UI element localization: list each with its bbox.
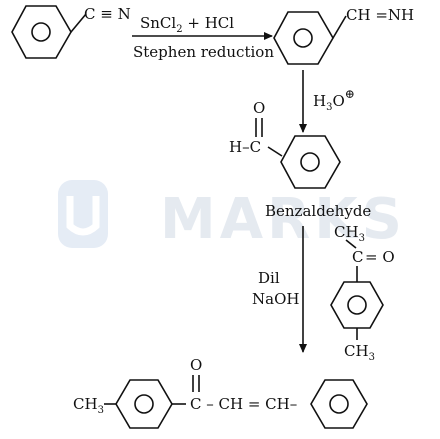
bond-ring1-c bbox=[70, 13, 87, 33]
bond-ch3-c bbox=[345, 239, 357, 249]
final-oxygen: O bbox=[190, 356, 202, 374]
chalcone-structure: CH3 O C – CH = CH– bbox=[73, 356, 368, 429]
para-ch3: CH3 bbox=[344, 342, 375, 363]
imine-structure: CH =NH bbox=[273, 6, 414, 65]
benzonitrile-structure: C ≡ N bbox=[11, 5, 131, 59]
reagent-sncl2-hcl: SnCl2 + HCl bbox=[140, 14, 234, 35]
benzene-ring-6 bbox=[310, 379, 368, 429]
arrow-step-3: Dil NaOH bbox=[252, 226, 307, 353]
watermark-logo-icon bbox=[58, 180, 108, 248]
aldehyde-oxygen: O bbox=[253, 99, 265, 117]
ketone-oxygen: = O bbox=[365, 248, 395, 266]
ketone-ch3: CH3 bbox=[334, 223, 365, 244]
aromatic-circle-3 bbox=[300, 152, 320, 172]
nitrile-group: C ≡ N bbox=[84, 5, 131, 23]
benzene-ring-1 bbox=[11, 5, 72, 59]
aldehyde-h-c: H–C bbox=[229, 138, 261, 156]
stephen-reduction-label: Stephen reduction bbox=[133, 43, 274, 61]
arrow-step-2: H3O⊕ bbox=[299, 70, 355, 133]
bond-ring2-ch bbox=[332, 15, 347, 39]
benzaldehyde-structure: O H–C Benzaldehyde bbox=[229, 99, 371, 220]
imine-group: CH =NH bbox=[346, 6, 414, 24]
benzene-ring-3 bbox=[280, 135, 341, 189]
watermark-logo-mark bbox=[66, 196, 100, 236]
condition-dil: Dil bbox=[258, 269, 280, 287]
final-chain: C – CH = CH– bbox=[190, 395, 297, 413]
aromatic-circle-1 bbox=[31, 22, 51, 42]
benzene-ring-2 bbox=[273, 11, 334, 65]
bond-cho-ring3 bbox=[267, 146, 283, 157]
benzene-ring-4 bbox=[330, 281, 384, 329]
aromatic-circle-5 bbox=[134, 394, 154, 414]
benzaldehyde-label: Benzaldehyde bbox=[265, 202, 371, 220]
ketone-carbon: C bbox=[352, 248, 363, 266]
watermark: MARKS bbox=[58, 180, 406, 252]
methylacetophenone-structure: CH3 C = O CH3 bbox=[330, 223, 395, 363]
final-ch3: CH3 bbox=[73, 395, 104, 416]
aromatic-circle-4 bbox=[347, 295, 367, 315]
aromatic-circle-6 bbox=[329, 394, 349, 414]
benzene-ring-5 bbox=[115, 379, 173, 429]
aromatic-circle-2 bbox=[293, 28, 313, 48]
arrow-step-1: SnCl2 + HCl Stephen reduction bbox=[132, 14, 274, 61]
condition-naoh: NaOH bbox=[252, 290, 299, 308]
hydrolysis-reagent: H3O⊕ bbox=[313, 87, 355, 113]
watermark-text: MARKS bbox=[160, 187, 406, 252]
